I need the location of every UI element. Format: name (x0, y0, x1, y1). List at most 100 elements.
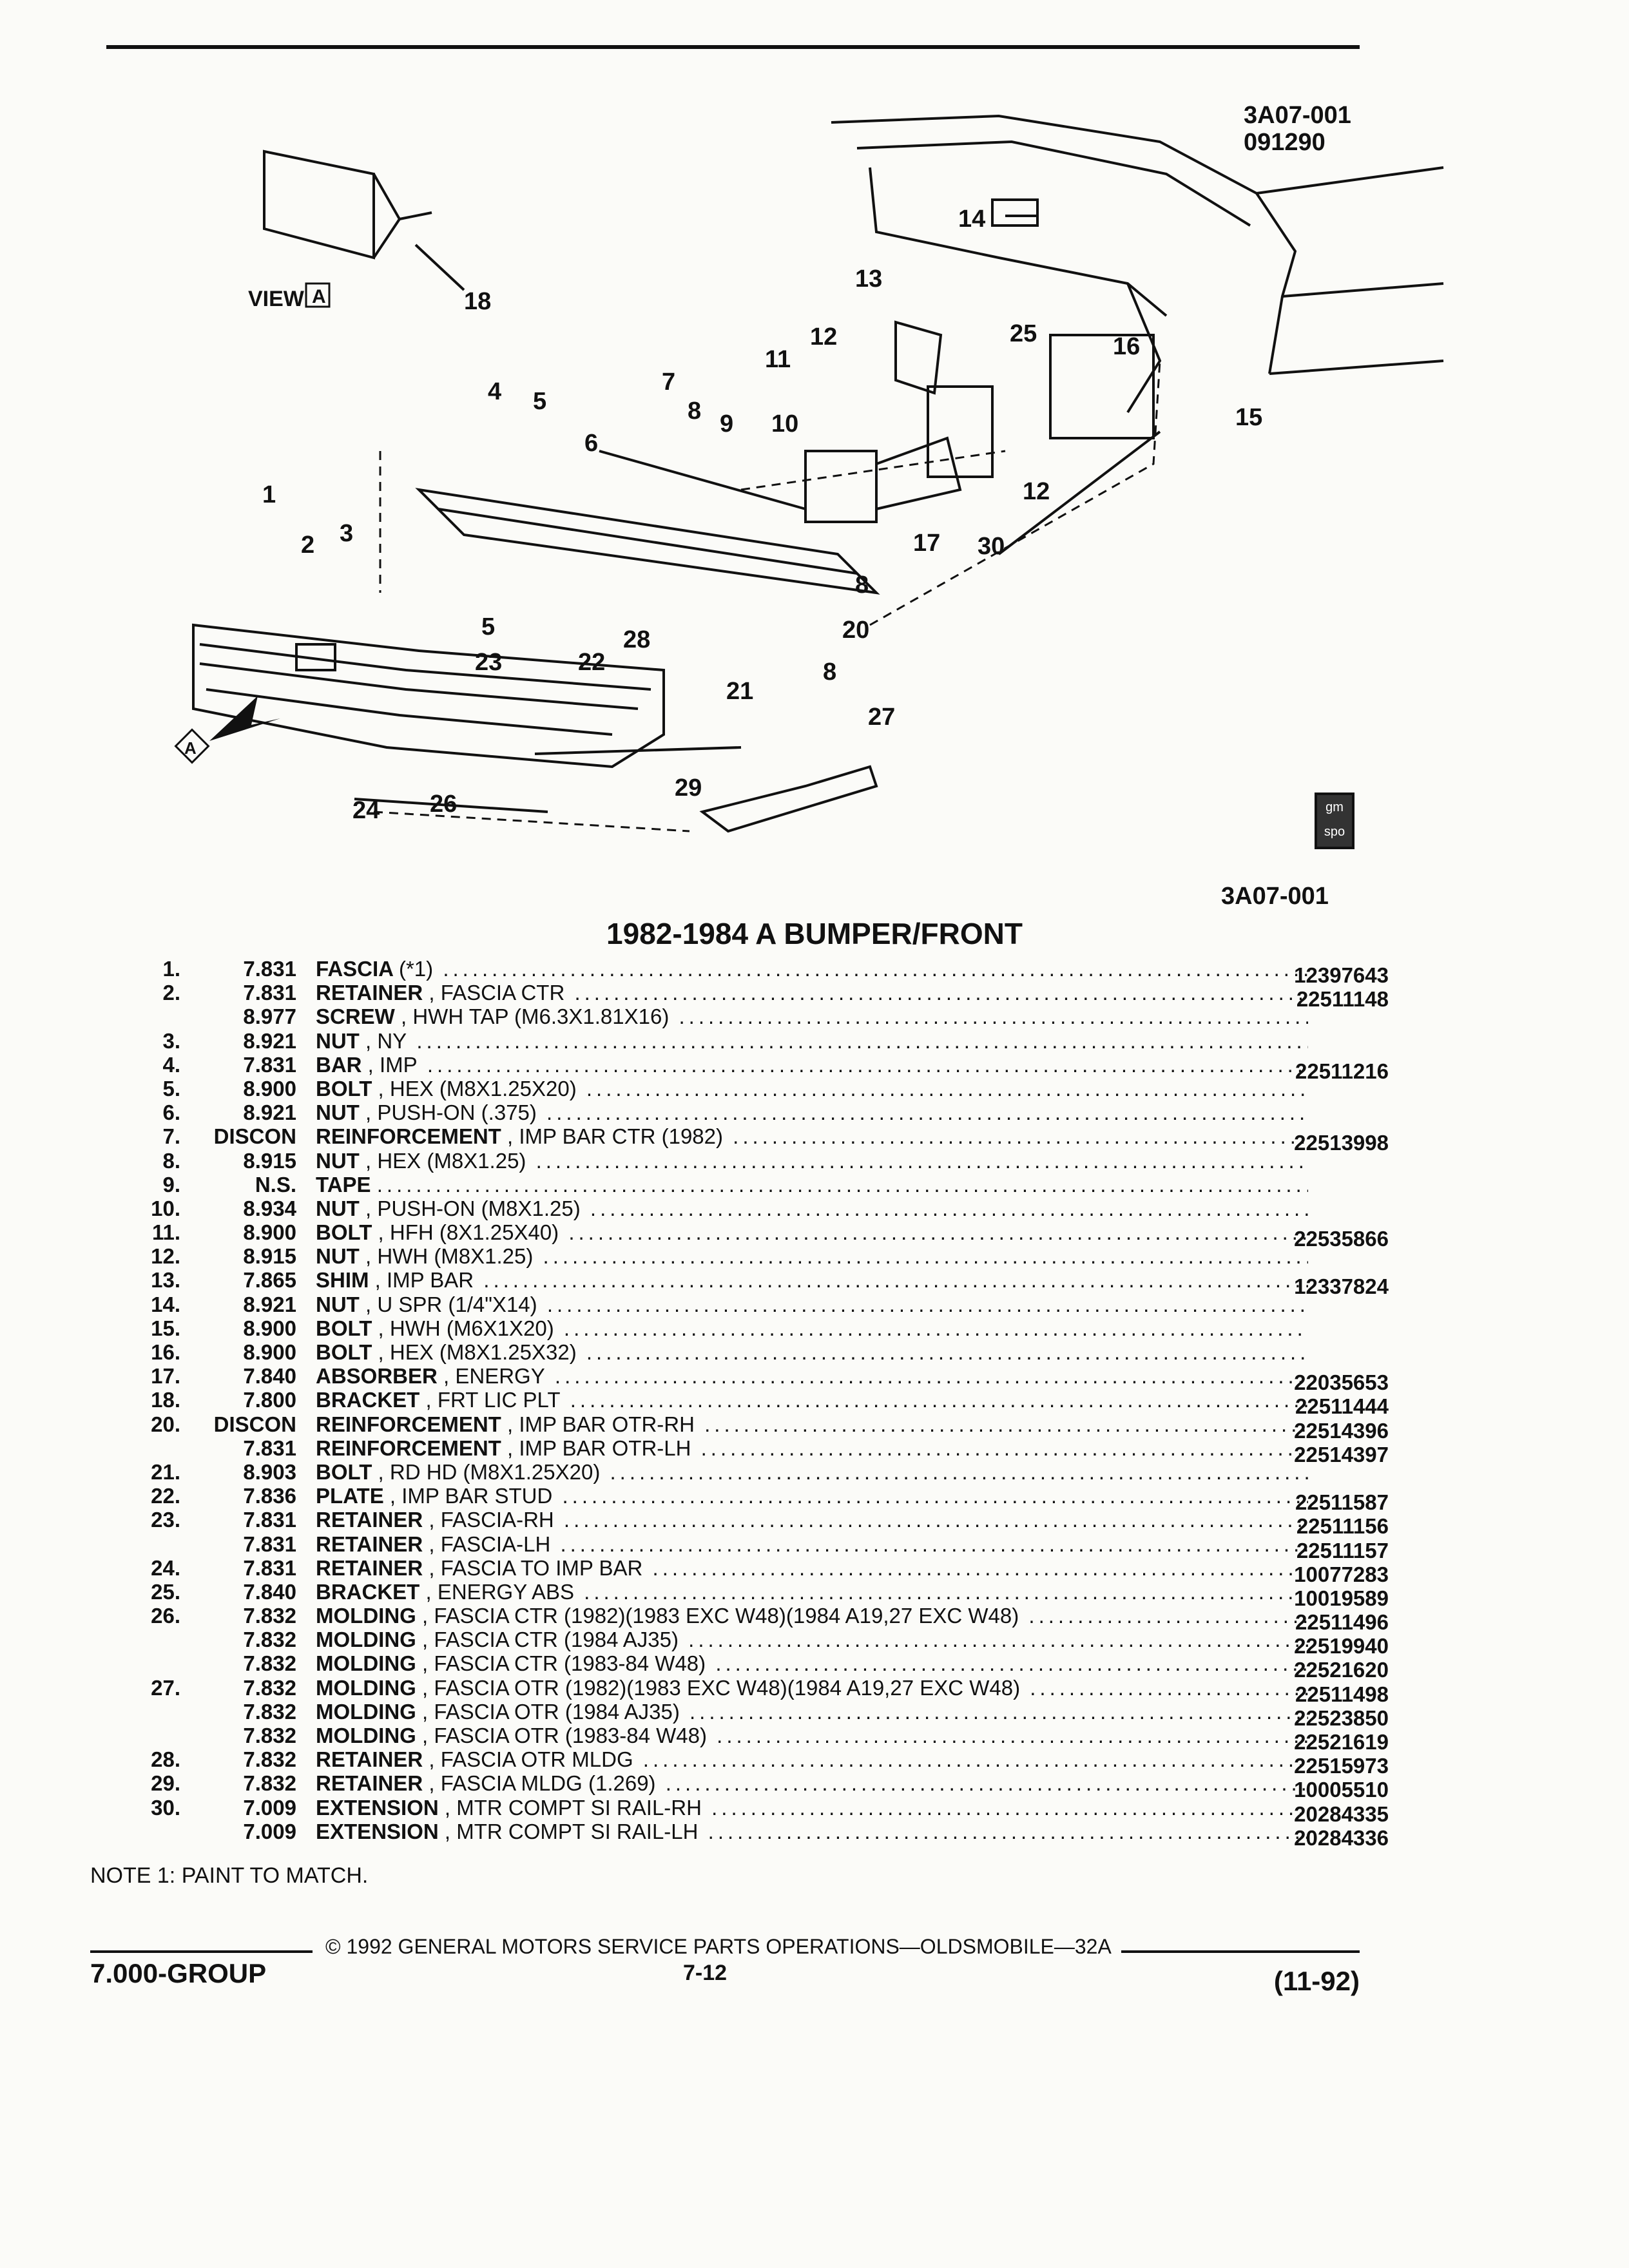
callout-18: 18 (464, 288, 491, 315)
part-name: NUT (316, 1244, 360, 1269)
part-number: 22511444 (1295, 1394, 1389, 1419)
part-index: 15. (151, 1316, 180, 1340)
callout-8b: 8 (855, 572, 869, 599)
part-description: BOLT , HWH (M6X1X20) ...................… (316, 1316, 1308, 1340)
exploded-parts-diagram: VIEW A 18 (174, 114, 1444, 833)
footnote: NOTE 1: PAINT TO MATCH. (90, 1863, 369, 1888)
part-description: NUT , U SPR (1/4"X14) ..................… (316, 1293, 1308, 1316)
part-group: DISCON (213, 1412, 296, 1436)
part-group: 7.831 (243, 1436, 296, 1460)
callout-21: 21 (726, 678, 753, 705)
callout-13: 13 (855, 265, 882, 293)
part-detail: , FASCIA TO IMP BAR (429, 1555, 643, 1580)
illustration-ref-code: 3A07-001 (1244, 102, 1351, 129)
part-description: NUT , PUSH-ON (M8X1.25) ................… (316, 1196, 1308, 1220)
part-group: 7.831 (243, 1532, 296, 1556)
illustration-ref-code-bottom: 3A07-001 (1221, 883, 1329, 910)
part-detail: , RD HD (M8X1.25X20) (378, 1459, 601, 1484)
part-description: BOLT , HEX (M8X1.25X32) ................… (316, 1340, 1308, 1364)
view-letter-box (305, 282, 331, 308)
callout-3: 3 (340, 520, 353, 547)
part-name: EXTENSION (316, 1819, 439, 1843)
part-index: 24. (151, 1555, 180, 1580)
leader-dots: ........................................… (543, 1244, 1308, 1269)
part-group: 8.915 (243, 1244, 296, 1269)
leader-dots: ........................................… (590, 1196, 1308, 1220)
leader-dots: ........................................… (563, 1508, 1308, 1532)
part-name: RETAINER (316, 1508, 423, 1532)
part-description: SCREW , HWH TAP (M6.3X1.81X16) .........… (316, 1004, 1308, 1028)
part-name: MOLDING (316, 1651, 416, 1676)
part-detail: , FASCIA-LH (429, 1532, 551, 1556)
part-group: 7.831 (243, 981, 296, 1005)
part-index: 6. (162, 1100, 180, 1125)
license-bracket-view (263, 149, 465, 291)
part-detail: , FASCIA OTR (1983-84 W48) (422, 1724, 707, 1747)
part-group: 8.921 (243, 1292, 296, 1316)
moldings (354, 430, 1161, 833)
part-index: 20. (151, 1412, 180, 1436)
part-detail: , PUSH-ON (.375) (365, 1100, 537, 1125)
part-name: MOLDING (316, 1675, 416, 1700)
part-number: 22511587 (1295, 1490, 1389, 1515)
part-group: 7.832 (243, 1651, 296, 1676)
part-number: 12337824 (1294, 1274, 1389, 1299)
leader-dots: ........................................… (416, 1028, 1308, 1053)
part-group: 7.840 (243, 1364, 296, 1389)
part-detail: , IMP (367, 1052, 418, 1077)
leader-dots: ........................................… (1030, 1675, 1308, 1700)
leader-dots: ........................................… (483, 1268, 1308, 1293)
part-group: 7.831 (243, 1052, 296, 1077)
view-a-arrow: A (174, 696, 280, 764)
part-group: 7.832 (243, 1747, 296, 1772)
part-description: NUT , PUSH-ON (.375) ...................… (316, 1100, 1308, 1124)
part-index: 1. (162, 957, 180, 981)
callout-1: 1 (262, 481, 276, 508)
energy-absorber (804, 320, 1155, 523)
part-group: N.S. (255, 1172, 296, 1196)
part-detail: , IMP BAR OTR-LH (507, 1436, 691, 1460)
leader-dots: ........................................… (665, 1771, 1308, 1796)
part-detail: , NY (365, 1028, 407, 1053)
part-name: BOLT (316, 1220, 372, 1245)
part-number: 22514397 (1294, 1442, 1389, 1466)
part-detail: , IMP BAR STUD (389, 1484, 553, 1508)
page-title: 1982-1984 A BUMPER/FRONT (606, 917, 1023, 950)
part-detail: , FRT LIC PLT (425, 1388, 561, 1412)
callout-5: 5 (533, 388, 546, 415)
part-description: EXTENSION , MTR COMPT SI RAIL-LH .......… (316, 1820, 1308, 1843)
part-name: RETAINER (316, 1555, 423, 1580)
part-description: TAPE ...................................… (316, 1173, 1308, 1196)
arrow-letter: A (184, 738, 197, 758)
leader-dots: ........................................… (584, 1579, 1308, 1604)
part-group: 7.832 (243, 1724, 296, 1747)
callout-17: 17 (913, 530, 940, 557)
part-number: 22514396 (1294, 1418, 1389, 1443)
footer-rule-left (90, 1950, 313, 1953)
part-name: FASCIA (316, 957, 393, 981)
leader-dots: ........................................… (715, 1651, 1308, 1676)
part-group: 8.900 (243, 1220, 296, 1245)
part-index: 14. (151, 1292, 180, 1316)
part-description: NUT , HEX (M8X1.25) ....................… (316, 1149, 1308, 1173)
leader-dots: ........................................… (610, 1459, 1308, 1484)
part-number: 20284336 (1294, 1825, 1389, 1850)
part-name: BOLT (316, 1340, 372, 1364)
part-name: MOLDING (316, 1604, 416, 1628)
part-name: NUT (316, 1100, 360, 1125)
part-name: REINFORCEMENT (316, 1436, 501, 1460)
part-name: BOLT (316, 1459, 372, 1484)
part-index: 8. (162, 1148, 180, 1173)
part-description: MOLDING , FASCIA OTR (1984 AJ35) .......… (316, 1700, 1308, 1724)
part-description: BOLT , RD HD (M8X1.25X20) ..............… (316, 1460, 1308, 1484)
